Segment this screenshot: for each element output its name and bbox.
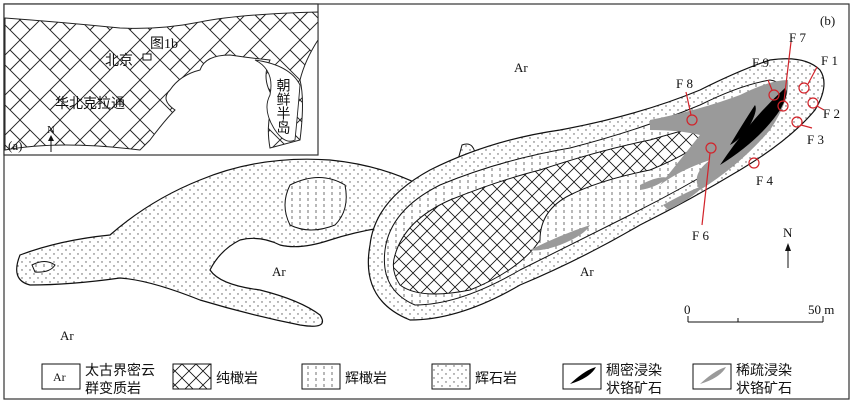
sample-label-f1: F 1 [821, 53, 838, 68]
sample-label-f8: F 8 [676, 76, 693, 91]
svg-text:N: N [47, 124, 55, 136]
sample-label-f7: F 7 [789, 30, 806, 45]
svg-text:辉石岩: 辉石岩 [475, 371, 517, 387]
svg-text:群变质岩: 群变质岩 [85, 381, 141, 397]
legend-item-peridotite: 辉橄岩 [301, 363, 387, 390]
legend-item-dense-ore: 稠密浸染 状铬矿石 [562, 362, 662, 397]
svg-text:状铬矿石: 状铬矿石 [606, 381, 662, 397]
svg-text:稠密浸染: 稠密浸染 [606, 362, 662, 379]
north-arrow-icon: N [47, 124, 55, 152]
beijing-label: 北京 [105, 53, 133, 69]
rock-label-ar-4: Ar [60, 328, 74, 343]
sample-label-f4: F 4 [756, 173, 773, 188]
panel-label-b: (b) [820, 13, 835, 28]
study-area-box [142, 53, 152, 61]
sample-marker-f6 [705, 142, 717, 154]
svg-text:N: N [783, 225, 793, 240]
sample-marker-f1 [798, 82, 810, 94]
main-map-b: F 1 F 2 F 3 F 4 F 6 F 7 F 8 F 9 (b) Ar A… [16, 13, 840, 343]
peridotite-small-lens [31, 261, 56, 273]
craton-region [4, 11, 319, 151]
svg-text:50 m: 50 m [808, 302, 834, 317]
svg-text:辉橄岩: 辉橄岩 [345, 371, 387, 387]
inset-map-a: 图1b 北京 华北克拉通 朝鲜半岛 (a) N [3, 3, 319, 156]
rock-label-ar-3: Ar [580, 264, 594, 279]
legend-item-archean-metamorphic: Ar 太古界密云 群变质岩 [41, 362, 155, 397]
dense-ore-body-1 [720, 88, 787, 165]
sample-marker-f8 [686, 114, 698, 126]
sample-label-f3: F 3 [807, 132, 824, 147]
rock-label-ar-2: Ar [272, 264, 286, 279]
legend-item-pyroxenite: 辉石岩 [431, 363, 517, 390]
craton-label: 华北克拉通 [55, 96, 125, 112]
legend-item-sparse-ore: 稀疏浸染 状铬矿石 [692, 363, 792, 397]
sample-label-f9: F 9 [752, 55, 769, 70]
dunite-core [392, 119, 732, 295]
panel-label-a: (a) [8, 138, 22, 153]
sample-marker-f7 [777, 100, 789, 112]
sample-marker-f4 [748, 157, 760, 169]
rock-label-ar-1: Ar [514, 60, 528, 75]
svg-text:纯橄岩: 纯橄岩 [216, 371, 258, 387]
sample-markers [685, 41, 825, 226]
svg-text:0: 0 [684, 302, 691, 317]
north-arrow-icon: N [783, 225, 793, 268]
svg-text:状铬矿石: 状铬矿石 [736, 381, 792, 397]
dense-ore-body-2 [730, 105, 756, 145]
figure-ref-label: 图1b [150, 37, 178, 52]
sample-label-f6: F 6 [692, 228, 709, 243]
sample-marker-f9 [768, 89, 780, 101]
svg-text:太古界密云: 太古界密云 [85, 362, 155, 379]
korean-peninsula-outline [254, 59, 301, 142]
sample-marker-f2 [807, 97, 819, 109]
sparse-ore-lens-1 [530, 225, 590, 251]
peninsula-label: 朝鲜半岛 [275, 78, 291, 134]
svg-text:Ar: Ar [53, 370, 66, 384]
svg-text:稀疏浸染: 稀疏浸染 [736, 363, 792, 379]
sample-label-f2: F 2 [823, 106, 840, 121]
sample-marker-f3 [791, 116, 803, 128]
sparse-ore-lens-2 [640, 177, 668, 190]
scale-bar: 0 50 m [684, 302, 834, 323]
sparse-ore-lens-3 [663, 185, 705, 210]
peridotite-west-lens [284, 177, 347, 231]
legend: Ar 太古界密云 群变质岩 纯橄岩 辉橄岩 辉石岩 稠密浸染 状铬矿石 稀疏浸染… [41, 362, 792, 397]
legend-item-dunite: 纯橄岩 [172, 363, 258, 390]
